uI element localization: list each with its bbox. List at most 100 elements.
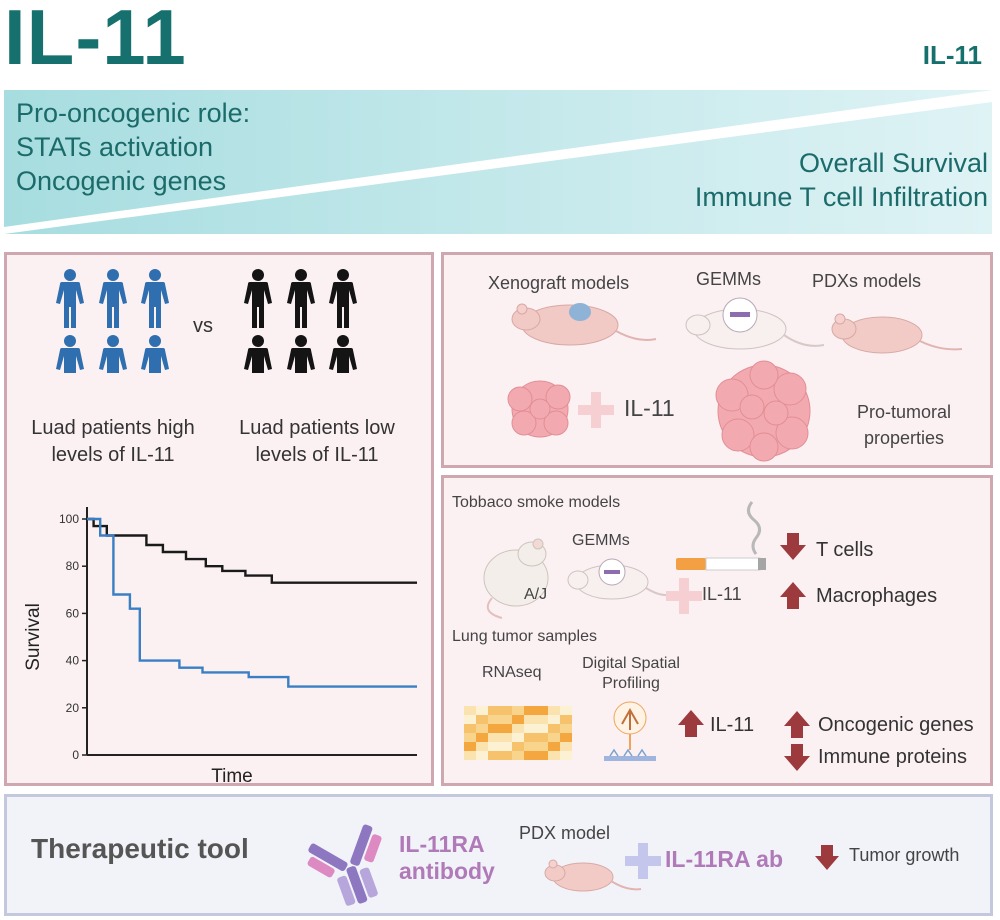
arrow-down-icon: [780, 533, 806, 560]
y-tick-label: 20: [66, 701, 80, 715]
heatmap-cell: [488, 715, 500, 724]
pdx-mouse-icon: [831, 313, 963, 354]
antibody-icon: [307, 824, 382, 906]
arrow-down-icon: [784, 744, 810, 771]
wedge-left-line-3: Oncogenic genes: [16, 166, 227, 196]
heatmap-cell: [536, 751, 548, 760]
heatmap-cell: [500, 733, 512, 742]
therapy-mouse-icon: [544, 859, 642, 892]
heatmap-cell: [512, 733, 524, 742]
heatmap-cell: [500, 751, 512, 760]
heatmap-cell: [524, 706, 536, 715]
arrow-up-icon: [678, 710, 704, 737]
gradient-wedge: [4, 90, 992, 234]
pdx-label: PDXs models: [812, 271, 922, 291]
oncogenic-label: Oncogenic genes: [818, 714, 974, 736]
heatmap-cell: [524, 715, 536, 724]
heatmap-cell: [500, 715, 512, 724]
small-tumor-icon: [507, 380, 571, 438]
aj-mouse-icon: [483, 538, 549, 619]
heatmap-cell: [476, 706, 488, 715]
y-axis-label: Survival: [23, 603, 44, 671]
person-icon: [329, 269, 357, 328]
survival-curve-low-il11: [87, 517, 417, 584]
wedge-left-text: Pro-oncogenic role: STATs activation Onc…: [16, 96, 250, 198]
heatmap-cell: [560, 715, 572, 724]
low-patients-label: Luad patients low levels of IL-11: [217, 415, 417, 469]
person-icon: [141, 335, 169, 373]
tcells-label: T cells: [816, 539, 874, 561]
high-patients-group: [56, 269, 169, 373]
main-title: IL-11: [4, 0, 187, 81]
wedge-right-line-1: Overall Survival: [798, 148, 988, 178]
protumoral-label: Pro-tumoral properties: [824, 399, 984, 451]
heatmap-cell: [476, 742, 488, 751]
heatmap-cell: [512, 715, 524, 724]
low-label-line-1: Luad patients low: [239, 417, 395, 439]
person-icon: [244, 335, 272, 373]
y-tick-label: 0: [72, 748, 79, 762]
spatial-profiling-icon: [604, 701, 656, 761]
models-panel: Xenograft models GEMMs PDXs models IL-11: [441, 252, 993, 468]
heatmap-cell: [536, 742, 548, 751]
therapy-ab-label: IL-11RA ab: [665, 846, 784, 872]
xenograft-mouse-icon: [511, 303, 657, 346]
wedge-left-line-2: STATs activation: [16, 132, 214, 162]
low-label-line-2: levels of IL-11: [255, 444, 379, 466]
heatmap-cell: [476, 715, 488, 724]
heatmap-cell: [500, 706, 512, 715]
rnaseq-heatmap-icon: [464, 706, 572, 760]
person-icon: [99, 269, 127, 328]
person-icon: [287, 335, 315, 373]
person-icon: [99, 335, 127, 373]
protumoral-line-2: properties: [863, 428, 945, 448]
side-title: IL-11: [922, 40, 982, 70]
survival-curve-high-il11: [87, 517, 417, 688]
y-tick-label: 100: [59, 512, 79, 526]
heatmap-cell: [500, 742, 512, 751]
dsp-label: Digital Spatial Profiling: [566, 654, 696, 694]
heatmap-cell: [512, 724, 524, 733]
heatmap-cell: [536, 724, 548, 733]
dsp-line-1: Digital Spatial: [582, 655, 680, 672]
y-tick-label: 80: [66, 559, 80, 573]
protumoral-line-1: Pro-tumoral: [856, 402, 952, 422]
macrophages-label: Macrophages: [816, 585, 938, 607]
rnaseq-label: RNAseq: [482, 664, 542, 681]
antibody-line-2: antibody: [399, 858, 495, 884]
heatmap-cell: [464, 715, 476, 724]
heatmap-cell: [524, 733, 536, 742]
heatmap-cell: [512, 706, 524, 715]
heatmap-cell: [548, 742, 560, 751]
models-il11-label: IL-11: [624, 395, 675, 421]
heatmap-cell: [548, 733, 560, 742]
antibody-line-1: IL-11RA: [399, 831, 485, 857]
low-patients-group: [244, 269, 357, 373]
heatmap-cell: [512, 751, 524, 760]
person-icon: [56, 269, 84, 328]
therapy-title: Therapeutic tool: [31, 833, 249, 864]
heatmap-cell: [524, 742, 536, 751]
upper-wedge: [4, 90, 992, 227]
person-icon: [141, 269, 169, 328]
cigarette-icon: [676, 501, 766, 571]
heatmap-cell: [476, 724, 488, 733]
person-icon: [56, 335, 84, 373]
dsp-line-2: Profiling: [602, 675, 660, 692]
large-tumor-icon: [715, 360, 811, 462]
heatmap-cell: [524, 724, 536, 733]
xenograft-label: Xenograft models: [488, 273, 630, 293]
high-label-line-1: Luad patients high: [31, 417, 195, 439]
heatmap-cell: [464, 706, 476, 715]
heatmap-cell: [524, 751, 536, 760]
heatmap-cell: [464, 742, 476, 751]
lung-samples-label: Lung tumor samples: [452, 628, 597, 645]
smoke-il11-label: IL-11: [702, 584, 742, 604]
plus-icon: [625, 843, 661, 879]
plus-icon: [666, 578, 702, 614]
heatmap-cell: [560, 706, 572, 715]
immune-label: Immune proteins: [818, 746, 967, 768]
vs-label: vs: [193, 315, 213, 337]
gemms-label: GEMMs: [696, 269, 761, 289]
